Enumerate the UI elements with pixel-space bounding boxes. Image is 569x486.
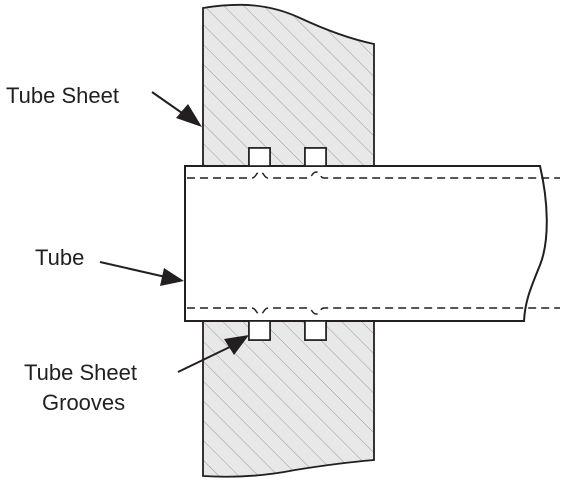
- groove-upper-right: [304, 147, 327, 167]
- tube-sheet-grooves: [248, 147, 327, 341]
- groove-lower-left: [248, 320, 271, 341]
- arrow-tube-sheet: [151, 91, 202, 127]
- label-tube: Tube: [35, 245, 84, 270]
- label-grooves-line2: Grooves: [42, 390, 125, 415]
- tube: [184, 165, 548, 322]
- groove-lower-right: [304, 320, 327, 341]
- label-grooves-line1: Tube Sheet: [24, 360, 137, 385]
- tube-sheet-upper: [202, 3, 375, 167]
- groove-upper-left: [248, 147, 271, 167]
- label-tube-sheet: Tube Sheet: [6, 83, 119, 108]
- tube-inner-wall-top: [187, 171, 560, 179]
- arrow-grooves: [177, 335, 249, 373]
- arrow-tube: [99, 261, 184, 286]
- tube-inner-wall-bottom: [187, 307, 560, 315]
